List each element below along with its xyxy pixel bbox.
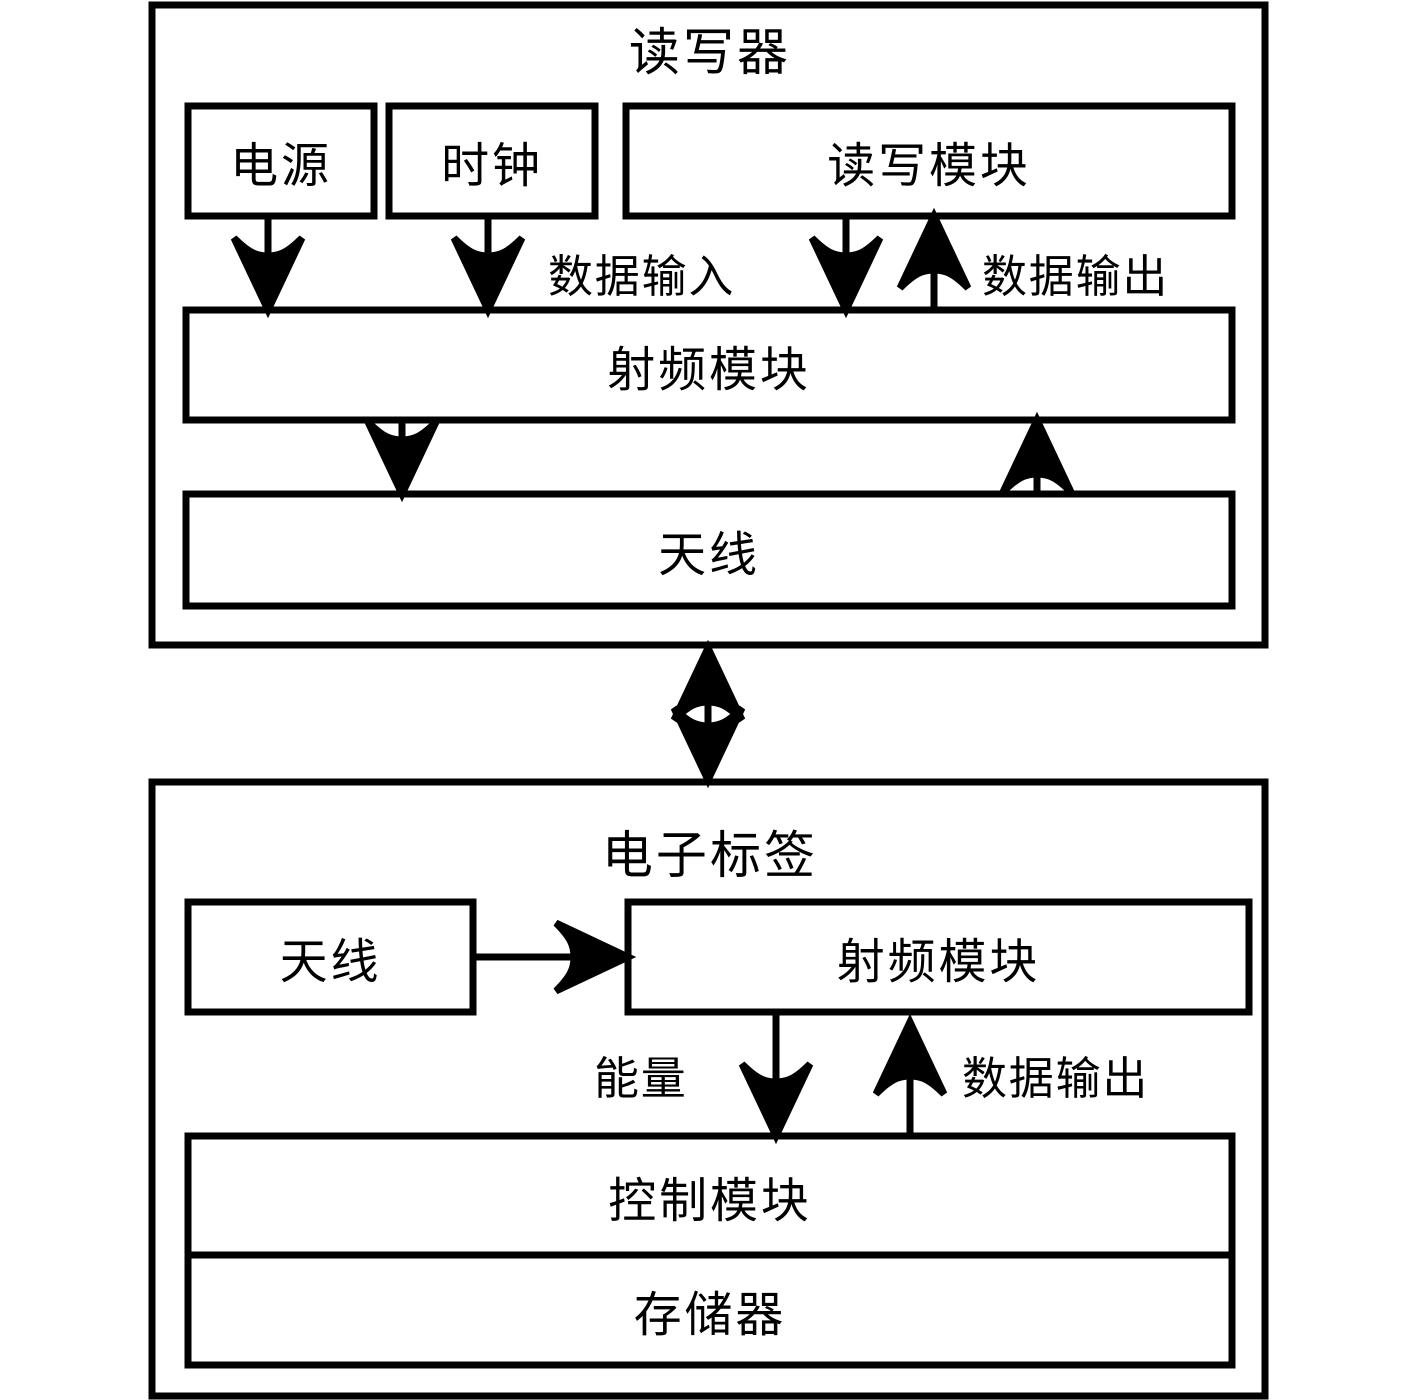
connector-power-to-rf	[234, 216, 302, 310]
tag-antenna-box	[184, 898, 477, 1016]
reader-rf-module-box	[182, 306, 1236, 424]
connector-tag-control-to-rf-data-out	[876, 1022, 944, 1136]
connector-rwmodule-to-rf-data-in	[812, 216, 880, 310]
tag-rf-module-box	[624, 898, 1253, 1016]
tag-control-module-box	[184, 1132, 1236, 1259]
connector-rf-to-antenna	[368, 420, 436, 494]
air-interface-link	[674, 648, 742, 780]
reader-antenna-box	[182, 490, 1236, 610]
connector-rf-to-rwmodule-data-out	[900, 216, 968, 310]
connector-tag-rf-to-control-energy	[742, 1012, 810, 1136]
reader-clock-box	[385, 102, 599, 220]
tag-container	[148, 778, 1269, 1400]
reader-rw-module-box	[622, 102, 1236, 220]
connector-antenna-to-rf	[1003, 420, 1071, 494]
connector-tag-antenna-to-rf	[473, 923, 628, 991]
reader-power-box	[184, 102, 378, 220]
connector-clock-to-rf	[454, 216, 522, 310]
reader-container	[148, 1, 1269, 649]
tag-memory-box	[184, 1251, 1236, 1369]
